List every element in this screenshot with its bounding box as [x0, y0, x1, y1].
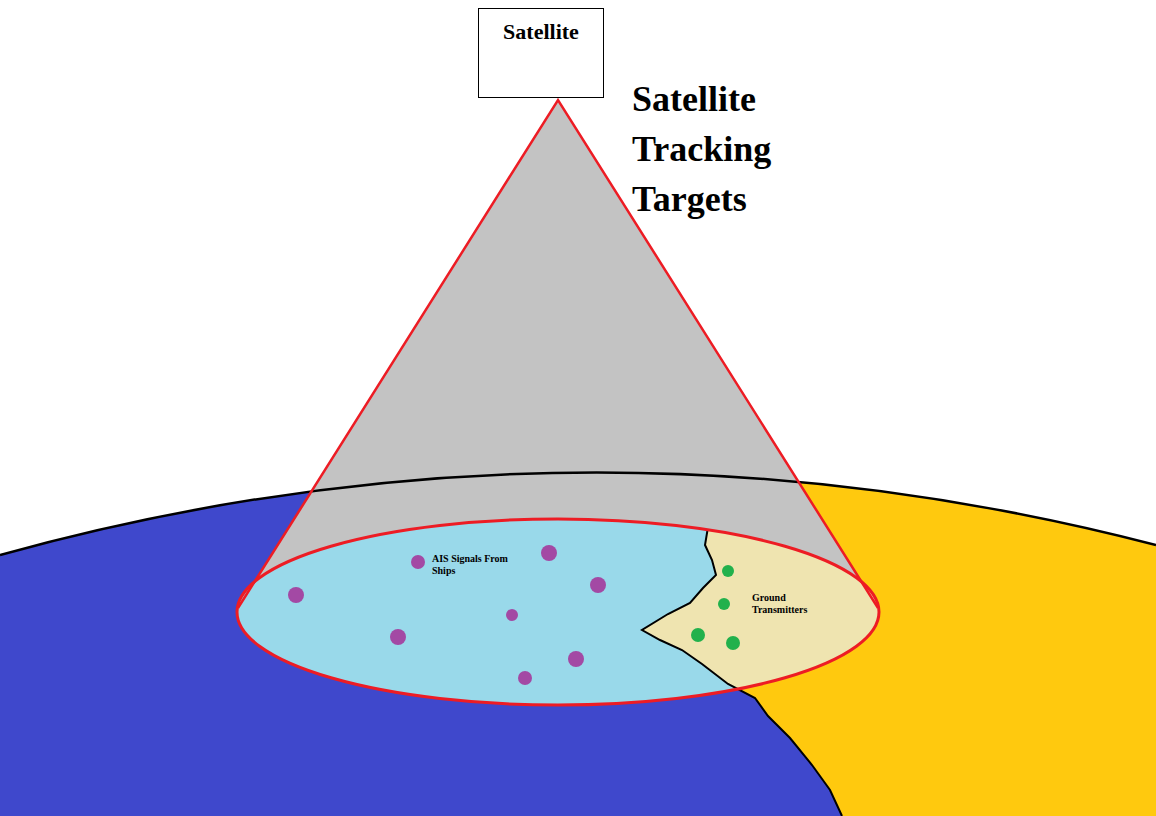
land-in-footprint	[642, 400, 1156, 816]
transmitters-label: Ground Transmitters	[752, 592, 824, 616]
coastline	[642, 506, 800, 738]
ships-label: AIS Signals From Ships	[432, 553, 514, 577]
cone-edge	[238, 100, 878, 608]
footprint	[237, 519, 879, 705]
ship-signals	[288, 545, 606, 685]
ground-transmitters	[691, 565, 740, 650]
node-label: Satellite	[479, 9, 603, 44]
diagram-title: Satellite Tracking Targets	[632, 74, 807, 224]
footprint-outline	[237, 519, 879, 705]
satellite-box: Satellite	[478, 8, 604, 98]
